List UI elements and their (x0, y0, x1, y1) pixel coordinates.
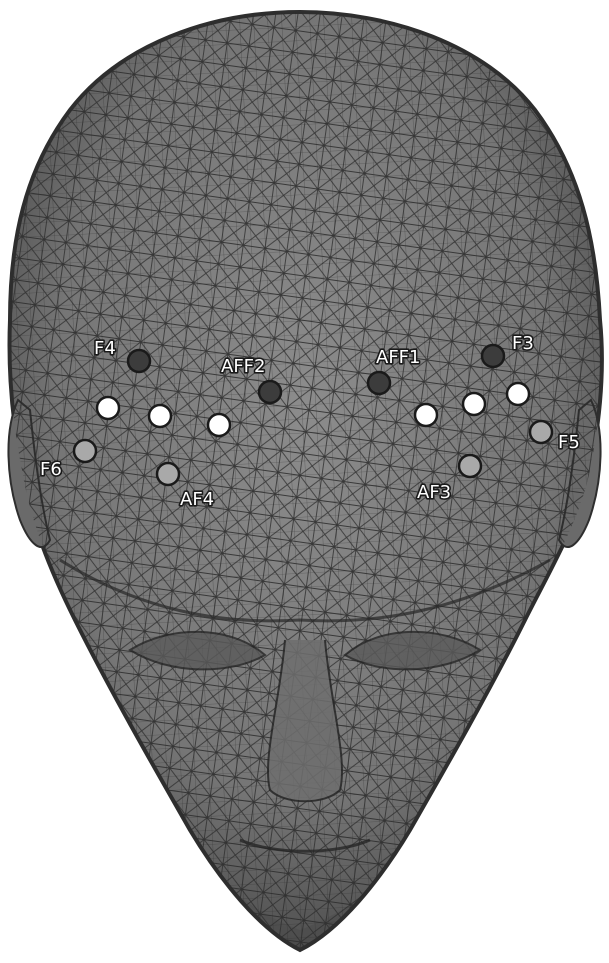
electrode-f6 (74, 440, 96, 462)
electrode-aff2 (259, 381, 281, 403)
label-af4: AF4 (180, 489, 214, 510)
electrode-white-4 (415, 404, 437, 426)
label-f6: F6 (40, 459, 62, 480)
electrode-white-3 (208, 414, 230, 436)
label-aff1: AFF1 (376, 347, 420, 368)
label-af3: AF3 (417, 482, 451, 503)
electrode-f4 (128, 350, 150, 372)
electrode-f5 (530, 421, 552, 443)
label-f5: F5 (558, 432, 580, 453)
label-f4: F4 (94, 338, 116, 359)
electrode-white-1 (97, 397, 119, 419)
electrode-white-6 (507, 383, 529, 405)
label-f3: F3 (512, 333, 534, 354)
electrode-af4 (157, 463, 179, 485)
electrode-f3 (482, 345, 504, 367)
electrode-white-2 (149, 405, 171, 427)
electrode-white-5 (463, 393, 485, 415)
label-aff2: AFF2 (221, 356, 265, 377)
electrode-af3 (459, 455, 481, 477)
electrode-aff1 (368, 372, 390, 394)
